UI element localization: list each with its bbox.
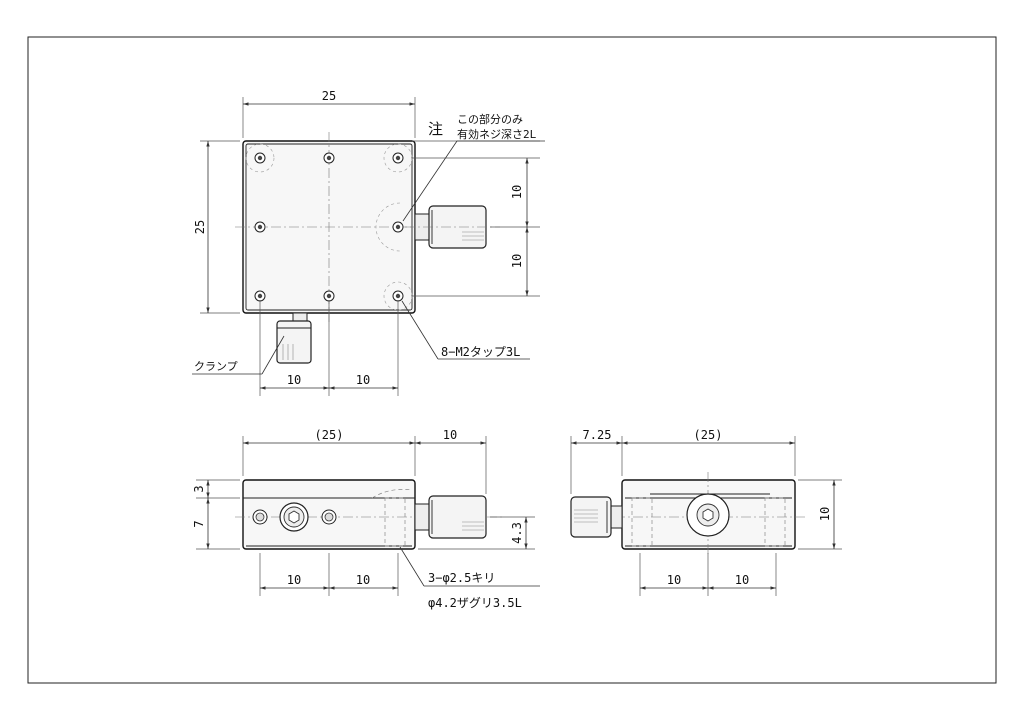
micrometer-knob bbox=[405, 205, 500, 249]
note-line-1: この部分のみ bbox=[457, 112, 523, 126]
tap-hole bbox=[254, 290, 266, 302]
tap-hole bbox=[392, 152, 404, 164]
dim-front-bottom-right: 10 bbox=[356, 573, 370, 587]
side-view: 7.25 (25) 10 10 10 bbox=[570, 428, 842, 596]
dim-side-bottom-left: 10 bbox=[667, 573, 681, 587]
dim-front-bottom-left: 10 bbox=[287, 573, 301, 587]
hole-label-1: 3−φ2.5キリ bbox=[428, 571, 495, 585]
dim-front-width: (25) bbox=[315, 428, 344, 442]
dim-top-height: 25 bbox=[193, 220, 207, 234]
dim-front-side: 7 bbox=[192, 520, 206, 527]
dim-side-offset: 7.25 bbox=[583, 428, 612, 442]
hex-socket-screw-side bbox=[686, 493, 730, 537]
clamp-screw bbox=[276, 312, 312, 364]
dim-bottom-right: 10 bbox=[356, 373, 370, 387]
dim-right-lower: 10 bbox=[510, 254, 524, 268]
tap-hole bbox=[254, 152, 266, 164]
front-view: (25) 10 3 7 4.3 10 10 3−φ2.5キリ φ4.2ザグリ3.… bbox=[192, 428, 540, 610]
dim-front-knob: 10 bbox=[443, 428, 457, 442]
micrometer-knob-front bbox=[414, 495, 487, 539]
dim-side-bottom-right: 10 bbox=[735, 573, 749, 587]
clamp-label: クランプ bbox=[194, 360, 238, 373]
tap-hole bbox=[323, 290, 335, 302]
tap-label: 8−M2タップ3L bbox=[441, 345, 520, 359]
dim-front-top: 3 bbox=[192, 485, 206, 492]
top-view: 25 25 10 10 10 10 注 この部分のみ 有効ネジ深さ2L 8−M2… bbox=[192, 89, 545, 396]
counterbore-hole bbox=[252, 509, 268, 525]
drawing-frame bbox=[27, 36, 997, 684]
note-mark: 注 bbox=[428, 120, 443, 138]
micrometer-knob-side bbox=[570, 496, 623, 538]
tap-hole bbox=[323, 152, 335, 164]
dim-side-width: (25) bbox=[694, 428, 723, 442]
dim-bottom-left: 10 bbox=[287, 373, 301, 387]
hex-socket-screw bbox=[279, 502, 309, 532]
counterbore-hole bbox=[321, 509, 337, 525]
dim-right-upper: 10 bbox=[510, 185, 524, 199]
dim-side-height: 10 bbox=[818, 507, 832, 521]
tap-hole bbox=[392, 221, 404, 233]
dim-front-axis: 4.3 bbox=[510, 522, 524, 544]
tap-hole bbox=[392, 290, 404, 302]
note-line-2: 有効ネジ深さ2L bbox=[457, 127, 537, 141]
hole-label-2: φ4.2ザグリ3.5L bbox=[428, 596, 522, 610]
dim-top-width: 25 bbox=[322, 89, 336, 103]
tap-hole bbox=[254, 221, 266, 233]
